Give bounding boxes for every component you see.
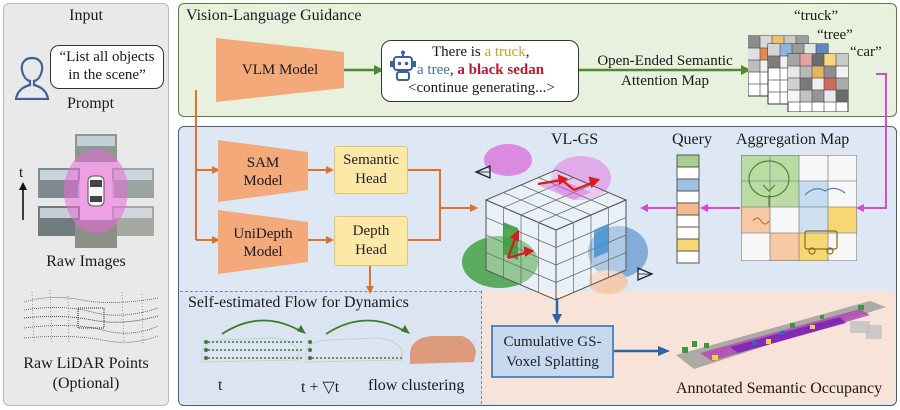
flow-title: Self-estimated Flow for Dynamics	[188, 294, 409, 311]
prompt-bubble: “List all objects in the scene”	[50, 45, 164, 89]
vlgs-title: VL-GS	[551, 131, 599, 148]
robot-icon	[390, 50, 416, 81]
semantic-head-box: Semantic Head	[334, 146, 408, 194]
attention-maps	[748, 35, 849, 112]
splatting-box: Cumulative GS- Voxel Splatting	[491, 325, 614, 378]
attention-label-line2: Attention Map	[621, 73, 709, 89]
splatting-label-line2: Voxel Splatting	[506, 354, 599, 370]
raw-lidar-label-line1: Raw LiDAR Points	[23, 355, 149, 372]
vlm-output-prefix: There is	[432, 44, 481, 60]
lidar-points-image	[22, 282, 160, 352]
unidepth-model-shape	[218, 210, 308, 274]
prompt-quote-line1: “List all objects	[59, 49, 155, 65]
flow-clustering-label: flow clustering	[368, 377, 465, 394]
flow-t-next-label: t + ▽t	[301, 379, 340, 396]
cube-to-splatting-arrow	[552, 298, 562, 324]
attention-label-line1: Open-Ended Semantic	[597, 53, 733, 69]
raw-lidar-label-line2: (Optional)	[52, 375, 120, 392]
splatting-to-occupancy-arrow	[614, 346, 670, 356]
vlm-output-comma1: ,	[525, 44, 530, 60]
sam-model-label-line2: Model	[243, 173, 283, 189]
time-arrow	[19, 182, 27, 220]
vlm-model-shape	[216, 38, 344, 102]
semantic-head-label-line2: Head	[355, 171, 387, 187]
camera-icon-right	[637, 267, 654, 281]
sam-model-shape	[218, 140, 308, 202]
vlm-output-comma2: ,	[449, 62, 458, 78]
prompt-label: Prompt	[67, 95, 115, 112]
unidepth-model-label-line1: UniDepth	[233, 226, 293, 242]
sam-model-label-line1: SAM	[246, 155, 280, 171]
flow-t-label: t	[218, 377, 223, 394]
orange-connector-lines	[195, 90, 478, 294]
query-title: Query	[672, 131, 712, 148]
raw-images-label: Raw Images	[46, 253, 126, 270]
depth-head-label-line1: Depth	[352, 223, 390, 239]
map-label-truck: “truck”	[794, 8, 839, 24]
vlm-output-line3: <continue generating...>	[408, 80, 555, 96]
map-label-tree: “tree”	[817, 27, 853, 43]
output-to-map-arrow	[579, 65, 751, 75]
semantic-head-label-line1: Semantic	[343, 152, 399, 168]
vlm-model-label: VLM Model	[241, 62, 319, 78]
vlg-title: Vision-Language Guidance	[186, 7, 362, 24]
attention-map-car	[787, 53, 849, 112]
splatting-label-line1: Cumulative GS-	[503, 334, 602, 350]
unidepth-model-label-line2: Model	[243, 244, 283, 260]
aggregation-map	[741, 155, 857, 261]
vlm-output-line1: There is a truck,	[432, 44, 529, 61]
vlm-output-line2: a tree, a black sedan	[417, 62, 544, 79]
vlm-output-tree: a tree	[417, 62, 450, 78]
camera-icon-left	[474, 165, 491, 179]
vlm-output-truck: a truck	[484, 44, 526, 60]
magenta-connector-lines	[640, 73, 887, 212]
raw-images-collage	[38, 134, 154, 248]
depth-head-label-line2: Head	[355, 242, 387, 258]
occupancy-pointcloud	[676, 301, 886, 369]
depth-head-box: Depth Head	[334, 216, 408, 266]
vlm-output-sedan: a black sedan	[457, 62, 545, 78]
query-vector	[676, 154, 700, 264]
occupancy-title: Annotated Semantic Occupancy	[676, 380, 883, 397]
prompt-quote-line2: in the scene”	[68, 67, 146, 83]
time-label: t	[19, 165, 24, 181]
vlm-output-box	[381, 40, 579, 102]
vlm-to-output-arrow	[344, 65, 384, 75]
input-title: Input	[69, 7, 103, 24]
flow-illustration	[201, 319, 476, 364]
vlgs-voxel-grid	[462, 144, 648, 301]
person-icon	[14, 56, 50, 100]
aggregation-title: Aggregation Map	[736, 131, 850, 148]
map-label-car: “car”	[850, 44, 882, 60]
